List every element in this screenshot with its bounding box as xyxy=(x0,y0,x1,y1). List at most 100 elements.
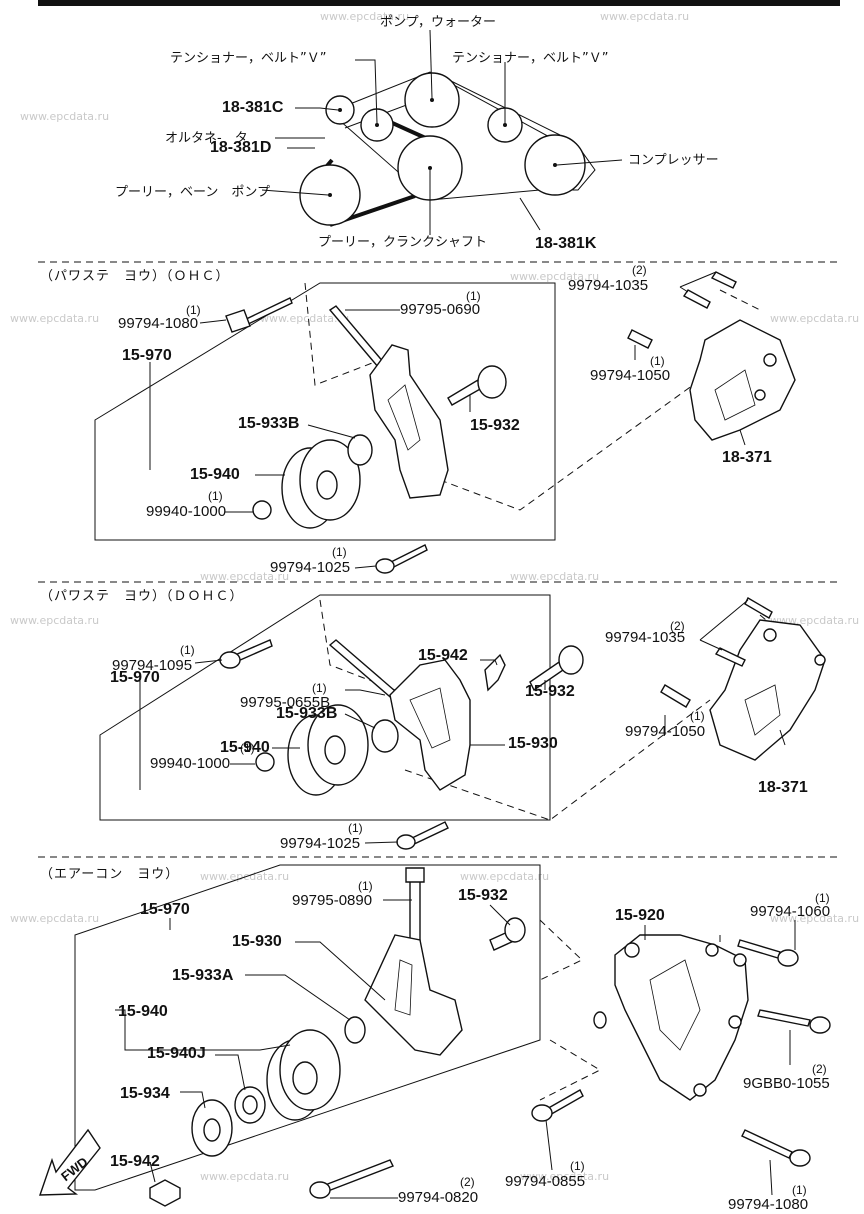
bracket-hole xyxy=(733,953,747,967)
label-compressor: コンプレッサー xyxy=(628,153,719,168)
bracket-hole xyxy=(728,1015,742,1029)
pulley-center-dot xyxy=(553,163,557,167)
watermark: www.epcdata.ru xyxy=(10,912,99,925)
idler-pulley-hub xyxy=(324,735,346,765)
qty-9GBB0-1055: (2) xyxy=(812,1062,827,1076)
watermark: www.epcdata.ru xyxy=(200,870,289,883)
section-aircon-title: （エアーコン ヨウ） xyxy=(40,867,179,882)
bolt-99794-1050 xyxy=(627,329,653,349)
part-9GBB0-1055: 9GBB0-1055 xyxy=(743,1075,830,1092)
bracket-18-371 xyxy=(709,619,826,761)
bolt-99794-1095 xyxy=(219,639,273,669)
leader-line xyxy=(699,599,749,651)
bracket-slot xyxy=(387,384,421,451)
leader-line xyxy=(199,319,227,324)
qty-99940-1000: (1) xyxy=(240,741,255,755)
label-18-381K: 18-381K xyxy=(535,235,597,252)
section-dohc-title: （パワステ ヨウ）（ＤＯＨＣ） xyxy=(40,589,244,604)
part-99940-1000: 99940-1000 xyxy=(146,503,226,520)
part-99794-1095: 99794-1095 xyxy=(112,657,192,674)
spacer-15-933B xyxy=(347,434,373,466)
watermark: www.epcdata.ru xyxy=(770,912,859,925)
bolt-99794-0820 xyxy=(309,1159,394,1199)
label-tensioner-right: テンショナー，ベルト”Ｖ” xyxy=(452,51,608,66)
qty-99794-1050: (1) xyxy=(690,709,705,723)
part-15-940: 15-940 xyxy=(118,1003,168,1020)
leader-line xyxy=(679,271,717,293)
label-tensioner-left: テンショナー，ベルト”Ｖ” xyxy=(170,51,326,66)
bracket-slot xyxy=(409,687,451,749)
bracket-hole xyxy=(754,389,766,401)
qty-99794-1025: (1) xyxy=(348,821,363,835)
label-alternator: オルタネ- タ xyxy=(165,131,248,146)
label-crankshaft-pulley: プーリー，クランクシャフト xyxy=(318,235,487,250)
leader-line xyxy=(364,841,399,844)
part-99795-0690: 99795-0690 xyxy=(400,301,480,318)
section-dohc: （パワステ ヨウ）（ＤＯＨＣ） xyxy=(40,589,826,852)
tensioner-bracket-plate xyxy=(364,934,463,1056)
bearing-inner xyxy=(242,1095,258,1115)
part-15-933B: 15-933B xyxy=(276,705,337,722)
part-99794-1080: 99794-1080 xyxy=(728,1196,808,1213)
part-99794-1050: 99794-1050 xyxy=(625,723,705,740)
part-99794-1060: 99794-1060 xyxy=(750,903,830,920)
watermark: www.epcdata.ru xyxy=(600,10,689,23)
part-15-933B: 15-933B xyxy=(238,415,299,432)
nut-99940-1000 xyxy=(252,500,272,520)
stud-bolt-99795-0655B xyxy=(328,639,404,703)
part-15-930: 15-930 xyxy=(508,735,558,752)
part-99940-1000: 99940-1000 xyxy=(150,755,230,772)
qty-99794-0820: (2) xyxy=(460,1175,475,1189)
leader-line xyxy=(779,729,786,746)
watermark: www.epcdata.ru xyxy=(20,110,109,123)
watermark: www.epcdata.ru xyxy=(10,614,99,627)
part-15-932: 15-932 xyxy=(525,683,575,700)
watermark: www.epcdata.ru xyxy=(770,312,859,325)
section-ohc-title: （パワステ ヨウ）（ＯＨＣ） xyxy=(40,269,230,284)
part-15-940J: 15-940J xyxy=(147,1045,206,1062)
label-water-pump: ポンプ，ウォーター xyxy=(380,15,496,30)
phantom-line xyxy=(539,919,583,981)
stud-bolt-99795-0890 xyxy=(405,867,425,946)
part-99794-0855: 99794-0855 xyxy=(505,1173,585,1190)
qty-99794-1025: (1) xyxy=(332,545,347,559)
part-99795-0890: 99795-0890 xyxy=(292,892,372,909)
qty-99795-0655B: (1) xyxy=(312,681,327,695)
leader-line xyxy=(355,59,378,124)
leader-line xyxy=(480,659,498,666)
qty-99795-0690: (1) xyxy=(466,289,481,303)
phantom-line xyxy=(439,379,701,511)
leader-line xyxy=(194,659,223,664)
bolt-99794-1050 xyxy=(660,684,691,708)
idler-pulley-hub xyxy=(316,470,338,500)
bolt-99794-1035 xyxy=(682,271,737,309)
label-18-381D: 18-381D xyxy=(210,139,271,156)
label-vane-pump-pulley: プーリー，ベーン ポンプ xyxy=(115,185,270,200)
watermark: www.epcdata.ru xyxy=(510,570,599,583)
part-18-371: 18-371 xyxy=(722,449,772,466)
pulley-center-dot xyxy=(375,123,379,127)
part-99794-1035: 99794-1035 xyxy=(605,629,685,646)
pivot-bolt-15-932 xyxy=(489,917,526,951)
part-99794-1025: 99794-1025 xyxy=(270,559,350,576)
qty-99794-1035: (2) xyxy=(670,619,685,633)
pulley-center-dot xyxy=(428,166,432,170)
qty-99794-1035: (2) xyxy=(632,263,647,277)
part-15-933A: 15-933A xyxy=(172,967,234,984)
part-15-970: 15-970 xyxy=(140,901,190,918)
washer-inner xyxy=(203,1118,221,1142)
part-99794-1080: 99794-1080 xyxy=(118,315,198,332)
fwd-arrow-icon: FWD xyxy=(39,1128,101,1196)
section-ohc: （パワステ ヨウ）（ＯＨＣ） xyxy=(40,263,796,576)
watermark: www.epcdata.ru xyxy=(460,870,549,883)
tensioner-bracket-plate xyxy=(389,659,471,791)
watermark: www.epcdata.ru xyxy=(510,270,599,283)
watermark: www.epcdata.ru xyxy=(10,312,99,325)
bolt-99794-1025 xyxy=(396,821,449,850)
qty-99794-1050: (1) xyxy=(650,354,665,368)
bolt-99794-1080 xyxy=(225,297,293,333)
part-15-932: 15-932 xyxy=(470,417,520,434)
pivot-bolt-15-932 xyxy=(447,365,507,406)
phantom-line xyxy=(539,1039,602,1101)
nut-15-942 xyxy=(149,1179,181,1207)
